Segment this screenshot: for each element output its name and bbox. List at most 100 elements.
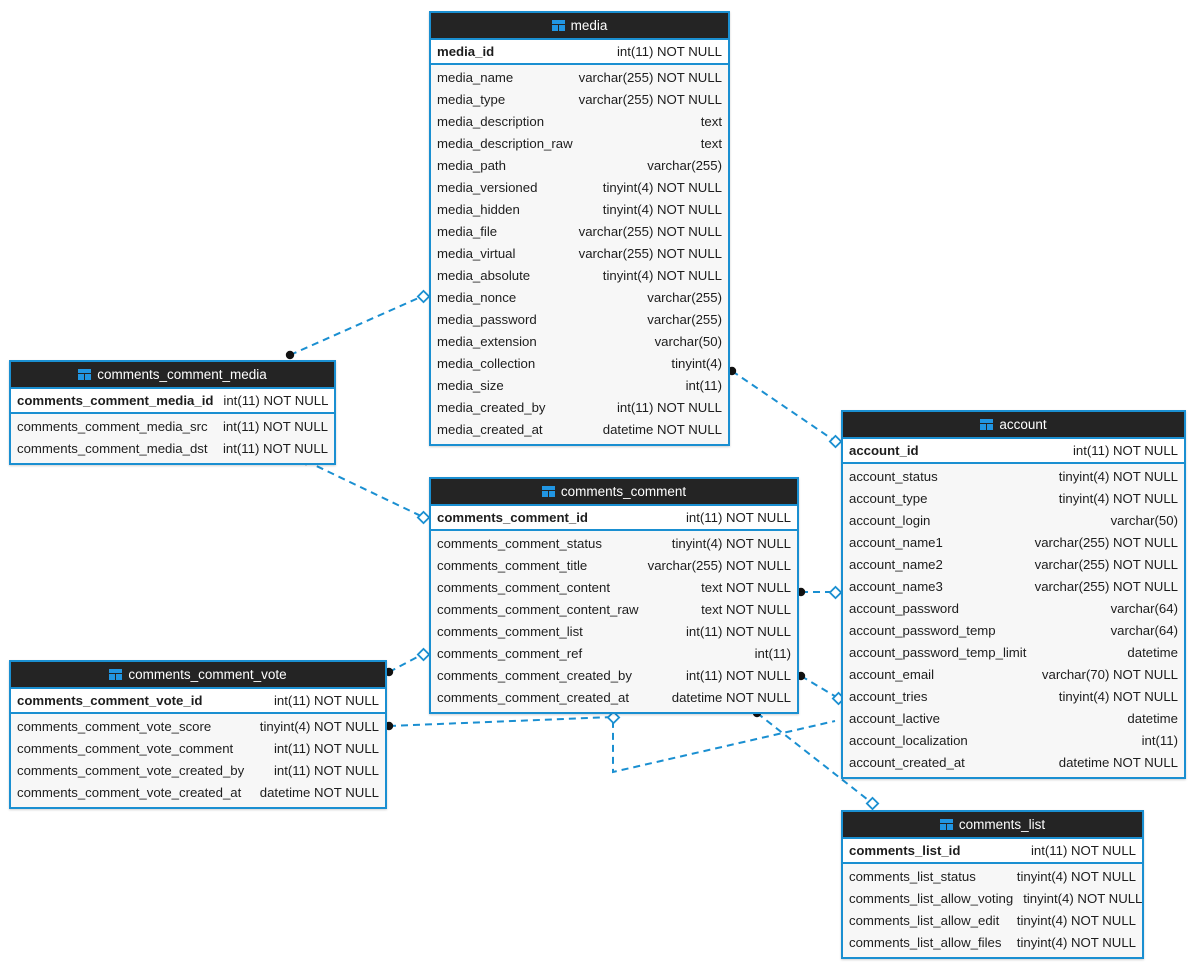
table-title: media: [570, 18, 608, 33]
relationship-comment-ref-account[interactable]: [796, 671, 846, 706]
column-type: varchar(255) NOT NULL: [1034, 557, 1178, 572]
column-name: comments_comment_vote_created_at: [17, 785, 242, 800]
column-type: int(11): [685, 378, 722, 393]
table-header-comments-list[interactable]: comments_list: [843, 812, 1142, 839]
table-media[interactable]: media media_id int(11) NOT NULL media_na…: [429, 11, 730, 446]
column-name: media_name: [437, 70, 514, 85]
table-title: comments_comment_vote: [128, 667, 287, 682]
primary-key-row[interactable]: comments_comment_vote_id int(11) NOT NUL…: [11, 689, 385, 714]
table-comments-comment-media[interactable]: comments_comment_media comments_comment_…: [9, 360, 336, 465]
relationship-ccm-src-media[interactable]: [285, 289, 431, 360]
column-type: int(11) NOT NULL: [685, 624, 791, 639]
table-header-comments-comment[interactable]: comments_comment: [431, 479, 797, 506]
column-type: int(11) NOT NULL: [1072, 443, 1178, 458]
relationship-vote-createdby-account[interactable]: [384, 710, 836, 774]
column-row[interactable]: account_name2 varchar(255) NOT NULL: [843, 554, 1184, 576]
column-name: account_name2: [849, 557, 943, 572]
primary-key-row[interactable]: account_id int(11) NOT NULL: [843, 439, 1184, 464]
column-type: varchar(64): [1110, 623, 1178, 638]
table-icon: [551, 20, 565, 31]
table-header-account[interactable]: account: [843, 412, 1184, 439]
table-comments-list[interactable]: comments_list comments_list_id int(11) N…: [841, 810, 1144, 959]
relationship-comment-createdby-account[interactable]: [796, 585, 843, 600]
table-title: comments_list: [958, 817, 1046, 832]
column-name: media_type: [437, 92, 506, 107]
column-name: comments_comment_vote_comment: [17, 741, 234, 756]
column-type: tinyint(4) NOT NULL: [602, 180, 722, 195]
table-icon: [541, 486, 555, 497]
column-name: account_password_temp_limit: [849, 645, 1027, 660]
relationship-ccm-dst-comment[interactable]: [301, 456, 431, 525]
table-header-comments-comment-vote[interactable]: comments_comment_vote: [11, 662, 385, 689]
primary-key-row[interactable]: media_id int(11) NOT NULL: [431, 40, 728, 65]
table-account[interactable]: account account_id int(11) NOT NULL acco…: [841, 410, 1186, 779]
table-header-media[interactable]: media: [431, 13, 728, 40]
table-comments-comment[interactable]: comments_comment comments_comment_id int…: [429, 477, 799, 714]
primary-key-row[interactable]: comments_comment_media_id int(11) NOT NU…: [11, 389, 334, 414]
column-type: int(11) NOT NULL: [222, 419, 328, 434]
table-header-comments-comment-media[interactable]: comments_comment_media: [11, 362, 334, 389]
primary-key-row[interactable]: comments_list_id int(11) NOT NULL: [843, 839, 1142, 864]
column-type: tinyint(4) NOT NULL: [1058, 491, 1178, 506]
column-name: comments_comment_vote_score: [17, 719, 212, 734]
column-name: media_created_by: [437, 400, 546, 415]
primary-key-row[interactable]: comments_comment_id int(11) NOT NULL: [431, 506, 797, 531]
relationship-vote-comment[interactable]: [384, 647, 431, 677]
table-comments-comment-vote[interactable]: comments_comment_vote comments_comment_v…: [9, 660, 387, 809]
column-type: tinyint(4) NOT NULL: [1058, 689, 1178, 704]
column-type: varchar(255) NOT NULL: [1034, 579, 1178, 594]
table-icon: [980, 419, 994, 430]
relationship-media-createdby-account[interactable]: [727, 366, 843, 449]
